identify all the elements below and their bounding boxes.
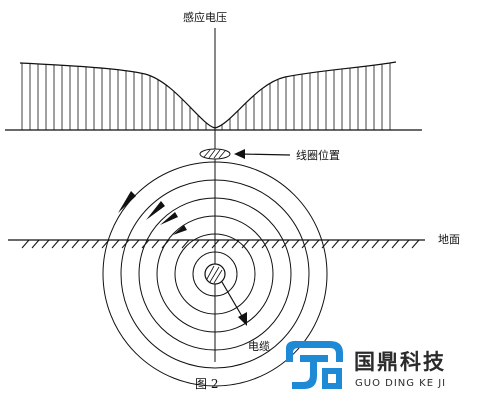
ground-label: 地面	[438, 233, 460, 246]
field-arrow-3	[160, 212, 178, 225]
coil-pointer-arrowhead	[234, 149, 245, 159]
ground-hatch-mark	[221, 239, 230, 249]
coil-symbol	[199, 148, 231, 160]
cable-hatch	[206, 265, 223, 284]
field-arrow-2	[146, 201, 165, 220]
ground-hatch-mark	[151, 239, 160, 249]
ground-hatch-mark	[311, 239, 320, 249]
magnetic-field-circles	[102, 161, 328, 387]
coil-hatch	[203, 149, 226, 159]
field-circle-5	[120, 179, 310, 369]
field-direction-arrows	[118, 191, 187, 235]
voltage-hatch-lines	[21, 62, 391, 130]
ground-hatch-mark	[391, 239, 400, 249]
cable-pointer-arrowhead	[238, 312, 247, 326]
field-circle-3	[156, 215, 274, 333]
ground-hatch-mark	[191, 239, 200, 249]
ground-hatch-mark	[81, 239, 90, 249]
field-circle-6	[102, 161, 328, 387]
ground-hatch-mark	[381, 239, 390, 249]
ground-hatch-mark	[331, 239, 340, 249]
field-circle-2	[174, 233, 256, 315]
ground-hatch-mark	[141, 239, 150, 249]
ground-hatch-mark	[31, 239, 40, 249]
field-circle-4	[138, 197, 292, 351]
ground-hatch-mark	[301, 239, 310, 249]
figure-caption: 图 2	[195, 377, 218, 391]
ground-hatch-mark	[351, 239, 360, 249]
cable-label: 电缆	[248, 340, 270, 353]
logo-mark-lower	[292, 355, 328, 389]
ground-hatch-mark	[271, 239, 280, 249]
ground-hatch-mark	[131, 239, 140, 249]
y-axis-label: 感应电压	[183, 10, 227, 24]
ground-hatch-mark	[291, 239, 300, 249]
ground-hatch-mark	[181, 239, 190, 249]
ground-hatch-mark	[201, 239, 210, 249]
ground-hatch-mark	[51, 239, 60, 249]
field-arrow-1	[118, 191, 136, 213]
ground-hatch-mark	[281, 239, 290, 249]
ground-hatch-mark	[211, 239, 220, 249]
ground-hatch-mark	[71, 239, 80, 249]
ground-hatch-mark	[261, 239, 270, 249]
brand-logo: 国鼎科技 GUO DING KE JI	[285, 340, 446, 389]
logo-mark-right	[322, 368, 342, 389]
ground-hatch-mark	[21, 239, 30, 249]
brand-name-cn: 国鼎科技	[354, 350, 446, 374]
ground-hatch-mark	[91, 239, 100, 249]
ground-hatch-mark	[111, 239, 120, 249]
ground-hatch-mark	[241, 239, 250, 249]
ground-hatch-mark	[411, 239, 420, 249]
logo-mark	[285, 340, 343, 362]
ground-hatch-mark	[401, 239, 410, 249]
ground-hatch	[21, 239, 420, 249]
coil-position-label: 线圈位置	[296, 148, 340, 162]
brand-name-en: GUO DING KE JI	[355, 378, 446, 389]
field-circle-1	[192, 251, 238, 297]
field-arrow-4	[173, 225, 187, 235]
ground-hatch-mark	[341, 239, 350, 249]
induced-voltage-curve	[19, 61, 397, 129]
ground-hatch-mark	[251, 239, 260, 249]
ground-hatch-mark	[41, 239, 50, 249]
ground-hatch-mark	[361, 239, 370, 249]
ground-hatch-mark	[371, 239, 380, 249]
coil-pointer-arrow	[239, 153, 291, 156]
ground-hatch-mark	[171, 239, 180, 249]
ground-hatch-mark	[61, 239, 70, 249]
cable-pointer-arrow	[221, 281, 244, 319]
